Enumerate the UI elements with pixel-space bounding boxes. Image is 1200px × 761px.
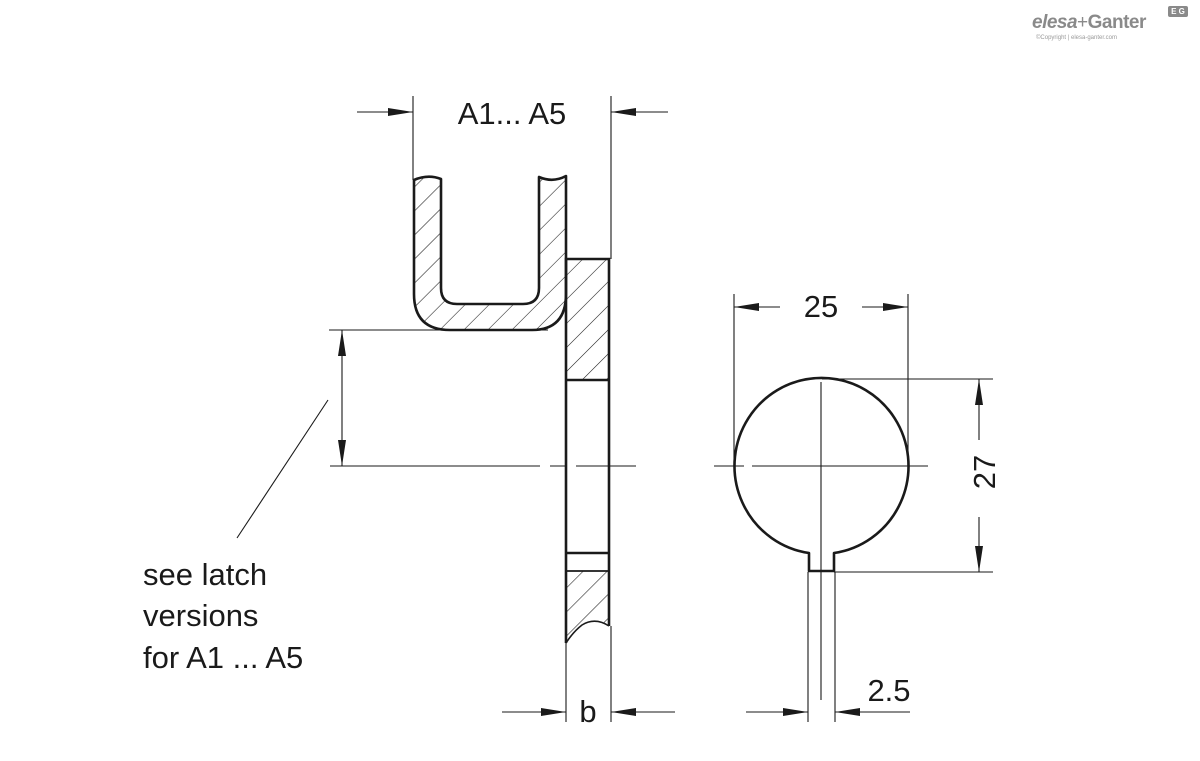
plate-break-line [565, 620, 610, 644]
dim-thickness-label: b [579, 694, 596, 729]
brand-copyright: ©Copyright | elesa-ganter.com [1036, 35, 1118, 41]
brand-logo: elesa+Ganter E G ©Copyright | elesa-gant… [1032, 6, 1194, 46]
brand-elesa: elesa [1032, 12, 1078, 33]
dimension-lines [236, 96, 993, 722]
brand-badge: E G [1168, 6, 1188, 17]
note-line-2: versions [143, 598, 258, 633]
center-lines [330, 382, 928, 700]
plate-hatched-bottom [566, 571, 609, 643]
latch-u-profile [412, 174, 568, 332]
dim-diameter-label: 25 [804, 289, 838, 324]
latch-section [412, 174, 568, 332]
dim-key-width-label: 2.5 [867, 673, 910, 708]
note-line-3: for A1 ... A5 [143, 640, 303, 675]
brand-logo-wordmark: elesa+Ganter [1032, 12, 1146, 34]
brand-ganter: Ganter [1087, 12, 1147, 33]
plate-hatched-top [566, 259, 609, 380]
plate-outline [564, 257, 611, 643]
dim-height-label: 27 [967, 455, 1002, 489]
dimension-arrows [338, 108, 983, 716]
note-line-1: see latch [143, 557, 267, 592]
brand-plus: + [1077, 12, 1088, 33]
plate-section [564, 257, 611, 644]
dim-latch-width-label: A1... A5 [458, 96, 567, 131]
